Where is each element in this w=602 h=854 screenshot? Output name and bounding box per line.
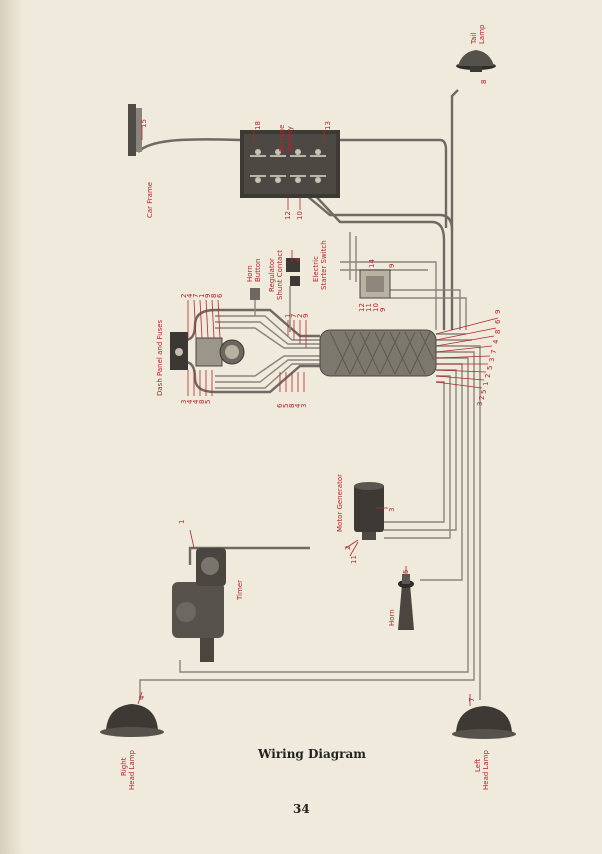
dash-top-number-7: 6 bbox=[216, 293, 224, 298]
harness-right-number-10: 5 bbox=[480, 390, 488, 394]
dash-top-number-6: 8 bbox=[210, 294, 218, 298]
car-frame bbox=[128, 104, 142, 156]
timer-label: Timer bbox=[236, 580, 244, 601]
dash-left-numbers: 3 4 4 8 5 bbox=[180, 399, 212, 404]
storage-battery bbox=[240, 130, 340, 198]
harness-bottom-number-3: 8 bbox=[288, 404, 296, 408]
dash-top-number-3: 7 bbox=[192, 294, 200, 298]
timer bbox=[172, 548, 226, 662]
regulator bbox=[286, 258, 300, 286]
dash-left-number-4: 8 bbox=[198, 400, 206, 404]
starter-switch-number-4: 9 bbox=[379, 308, 387, 312]
car-frame-label: Car Frame bbox=[146, 182, 154, 218]
harness-top-number-3: 2 bbox=[296, 314, 304, 318]
battery-right-number: 13 bbox=[324, 121, 332, 130]
horn-button-label-1: Horn bbox=[246, 265, 254, 282]
battery-top-number: 18 bbox=[254, 121, 262, 130]
leader-lines bbox=[137, 126, 499, 706]
harness-bottom-number-1: 6 bbox=[276, 403, 284, 408]
harness-right-number-7: 5 bbox=[486, 366, 494, 370]
horn-button-label-2: Button bbox=[254, 259, 262, 282]
harness-right-number-9: 1 bbox=[482, 382, 490, 386]
dash-top-numbers: 2 4 7 1 9 8 6 bbox=[180, 293, 224, 298]
starter-switch-number-3: 10 bbox=[372, 303, 380, 312]
tail-lamp bbox=[456, 50, 496, 72]
left-head-lamp bbox=[452, 706, 516, 739]
harness-right-number-4: 4 bbox=[492, 339, 500, 344]
diagram-title: Wiring Diagram bbox=[258, 747, 366, 761]
left-head-lamp-number: 7 bbox=[468, 698, 476, 702]
harness-bottom-numbers: 6 5 8 4 3 bbox=[276, 403, 308, 408]
tail-lamp-number: 8 bbox=[480, 80, 488, 84]
harness-right-number-5: 7 bbox=[490, 350, 498, 354]
dash-panel-and-fuses bbox=[170, 332, 245, 370]
dash-top-number-2: 4 bbox=[186, 293, 194, 298]
horn-button[interactable] bbox=[250, 288, 260, 300]
regulator-label-2: Shunt Contact bbox=[276, 250, 284, 300]
right-head-lamp-label-2: Head Lamp bbox=[128, 749, 136, 790]
harness-right-number-1: 9 bbox=[494, 310, 502, 314]
harness-top-number-2: 7 bbox=[290, 314, 298, 318]
left-head-lamp-label-2: Head Lamp bbox=[482, 749, 490, 790]
starter-switch-label-1: Electric bbox=[312, 256, 320, 282]
motor-generator bbox=[354, 482, 384, 540]
horn bbox=[398, 574, 414, 630]
starter-switch-number-1: 12 bbox=[358, 303, 366, 312]
starter-switch-number-2: 11 bbox=[365, 303, 373, 312]
car-frame-number: 15 bbox=[140, 119, 148, 128]
page-number: 34 bbox=[293, 802, 310, 816]
harness-right-number-3: 8 bbox=[494, 330, 502, 334]
horn-number: 5 bbox=[402, 570, 410, 574]
regulator-label-1: Regulator bbox=[268, 258, 276, 292]
battery-bottom-left-number: 12 bbox=[284, 211, 292, 220]
right-head-lamp-number: 4 bbox=[138, 695, 146, 700]
electric-starter-switch bbox=[359, 269, 391, 299]
regulator-number: 4 bbox=[294, 257, 302, 262]
starter-switch-number-6: 9 bbox=[388, 264, 396, 268]
dash-left-number-2: 4 bbox=[186, 399, 194, 404]
starter-switch-label-2: Starter Switch bbox=[320, 240, 328, 290]
harness-right-numbers: 9 6 8 4 7 3 5 2 1 5 2 3 bbox=[476, 310, 502, 406]
dash-top-number-5: 9 bbox=[204, 294, 212, 298]
storage-battery-label-2: Battery bbox=[286, 126, 294, 152]
motor-generator-number-1: 3 bbox=[388, 508, 396, 512]
dash-left-number-1: 3 bbox=[180, 400, 188, 404]
dash-top-number-4: 1 bbox=[198, 294, 206, 298]
harness-top-number-4: 9 bbox=[302, 314, 310, 318]
harness-top-numbers: 1 7 2 9 bbox=[284, 314, 310, 318]
harness-right-number-6: 3 bbox=[488, 358, 496, 362]
right-head-lamp-label-1: Right bbox=[120, 757, 128, 776]
harness-right-number-11: 2 bbox=[478, 396, 486, 400]
motor-generator-label: Motor Generator bbox=[336, 474, 344, 532]
cable-harness bbox=[319, 329, 437, 377]
left-head-lamp-label-1: Left bbox=[474, 759, 482, 772]
starter-switch-number-5: 14 bbox=[368, 259, 376, 268]
right-head-lamp bbox=[100, 704, 164, 737]
harness-right-number-12: 3 bbox=[476, 402, 484, 406]
horn-label: Horn bbox=[388, 609, 396, 626]
harness-bottom-number-5: 3 bbox=[300, 404, 308, 408]
harness-right-number-8: 2 bbox=[484, 374, 492, 378]
motor-generator-number-2: 2 bbox=[344, 546, 352, 550]
dash-left-number-5: 5 bbox=[204, 400, 212, 404]
motor-generator-number-3: 11 bbox=[350, 555, 358, 564]
dash-left-number-3: 4 bbox=[192, 399, 200, 404]
tail-lamp-label-2: Lamp bbox=[478, 24, 486, 44]
timer-number: 1 bbox=[178, 520, 186, 524]
harness-right-number-2: 6 bbox=[494, 319, 502, 324]
dash-panel-label: Dash Panel and Fuses bbox=[156, 319, 164, 396]
harness-top-number-1: 1 bbox=[284, 314, 292, 318]
harness-bottom-number-4: 4 bbox=[294, 403, 302, 408]
battery-bottom-mid-number: 10 bbox=[296, 211, 304, 220]
harness-bottom-number-2: 5 bbox=[282, 404, 290, 408]
dash-top-number-1: 2 bbox=[180, 294, 188, 298]
storage-battery-label-1: Storage bbox=[278, 125, 286, 152]
tail-lamp-label-1: Tail bbox=[470, 33, 478, 45]
